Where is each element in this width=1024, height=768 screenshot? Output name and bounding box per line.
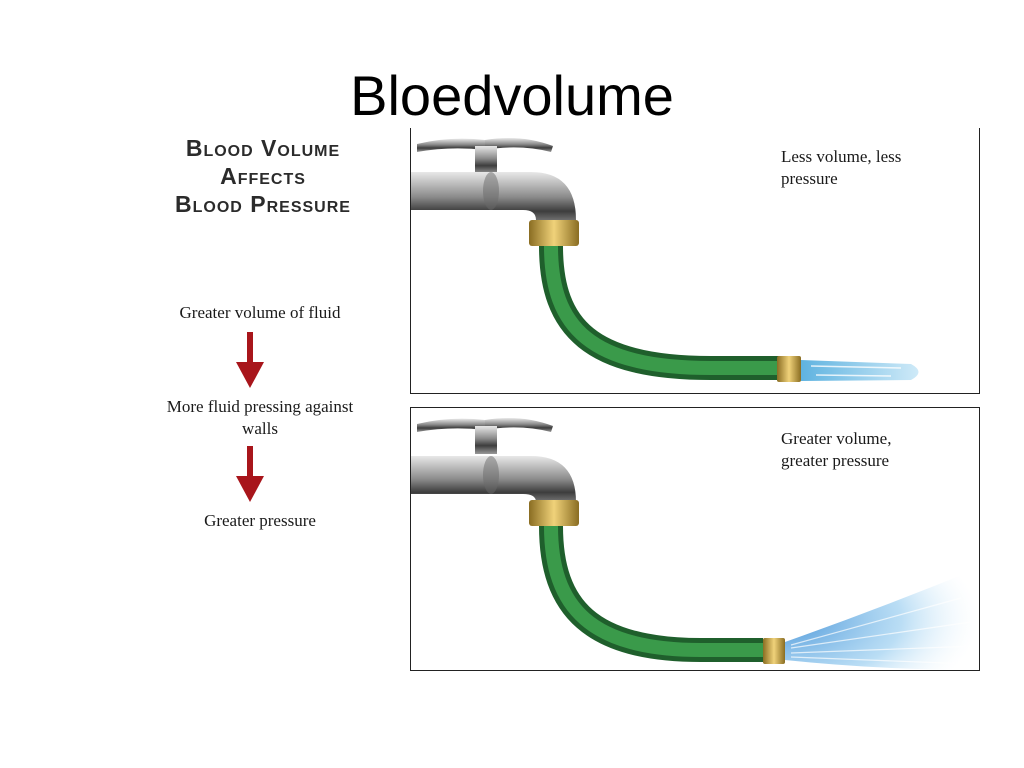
garden-hose bbox=[544, 245, 779, 375]
figure-heading-line: Blood Pressure bbox=[175, 191, 351, 217]
faucet-hose-illustration bbox=[411, 418, 979, 670]
garden-hose bbox=[544, 525, 763, 657]
figure-heading-line: Affects bbox=[220, 163, 306, 189]
faucet-handle-icon bbox=[417, 418, 553, 454]
flow-step-3: Greater pressure bbox=[204, 511, 316, 530]
faucet-spout-icon bbox=[411, 172, 576, 228]
slide-title: Bloedvolume bbox=[350, 64, 674, 127]
faucet-handle-icon bbox=[417, 138, 553, 174]
down-arrow-icon bbox=[236, 446, 264, 502]
down-arrow-icon bbox=[236, 332, 264, 388]
panel-caption: Less volume, less pressure bbox=[781, 146, 971, 190]
water-spray bbox=[785, 568, 979, 670]
water-stream bbox=[801, 360, 919, 381]
hose-nozzle bbox=[777, 356, 801, 382]
figure-heading-line: Blood Volume bbox=[185, 135, 341, 161]
hose-nozzle bbox=[763, 638, 785, 664]
panel-caption-line: Greater volume, bbox=[781, 429, 892, 448]
panel-less-volume: Less volume, less pressure bbox=[410, 128, 980, 394]
flow-step-1: Greater volume of fluid bbox=[179, 303, 341, 322]
flow-step-2: More fluid pressing against walls bbox=[166, 397, 354, 438]
faucet-hose-illustration bbox=[411, 138, 919, 382]
panel-caption: Greater volume, greater pressure bbox=[781, 428, 971, 472]
panel-caption-line: Less volume, less bbox=[781, 147, 902, 166]
panel-caption-line: greater pressure bbox=[781, 451, 890, 470]
figure-heading: Blood Volume Affects Blood Pressure bbox=[118, 134, 408, 218]
panel-caption-line: pressure bbox=[781, 169, 838, 188]
panel-greater-volume: Greater volume, greater pressure bbox=[410, 407, 980, 671]
faucet-spout-icon bbox=[411, 456, 576, 508]
hose-connector bbox=[529, 500, 579, 526]
hose-connector bbox=[529, 220, 579, 246]
